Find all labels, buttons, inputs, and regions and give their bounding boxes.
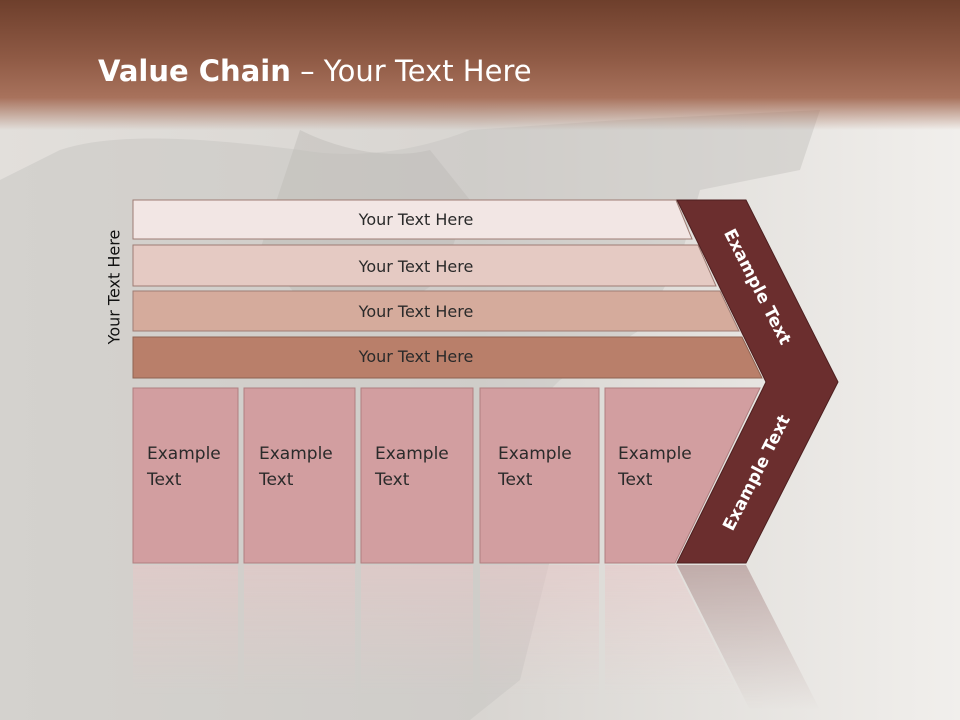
activity-box-5	[604, 387, 761, 564]
support-bar-2-label: Your Text Here	[358, 257, 474, 276]
activity-box-2	[243, 387, 356, 564]
support-bar-1-label: Your Text Here	[358, 210, 474, 229]
activity-box-1-line2: Text	[146, 470, 182, 490]
activity-box-3-line2: Text	[374, 470, 410, 490]
activity-box-3-line1: Example	[375, 444, 449, 464]
activity-box-2-line1: Example	[259, 444, 333, 464]
chevron-arrow	[676, 199, 839, 564]
activity-box-4-line1: Example	[498, 444, 572, 464]
reflection	[133, 565, 820, 710]
activity-box-5-line1: Example	[618, 444, 692, 464]
activity-box-2-line2: Text	[258, 470, 294, 490]
support-bar-3	[132, 290, 740, 332]
activity-box-4-line2: Text	[497, 470, 533, 490]
support-bar-2	[132, 244, 717, 287]
activity-box-1	[132, 387, 239, 564]
support-bar-4	[132, 336, 763, 379]
activity-box-3	[360, 387, 474, 564]
header-band	[0, 0, 960, 130]
activity-box-4	[479, 387, 600, 564]
activity-box-1-line1: Example	[147, 444, 221, 464]
slide-title: Value Chain – Your Text Here	[98, 54, 532, 88]
activity-box-5-line2: Text	[617, 470, 653, 490]
support-bar-1	[132, 199, 693, 240]
support-bar-4-label: Your Text Here	[358, 347, 474, 366]
title-bold: Value Chain	[98, 54, 291, 88]
title-rest: – Your Text Here	[290, 54, 532, 88]
support-bar-3-label: Your Text Here	[358, 302, 474, 321]
